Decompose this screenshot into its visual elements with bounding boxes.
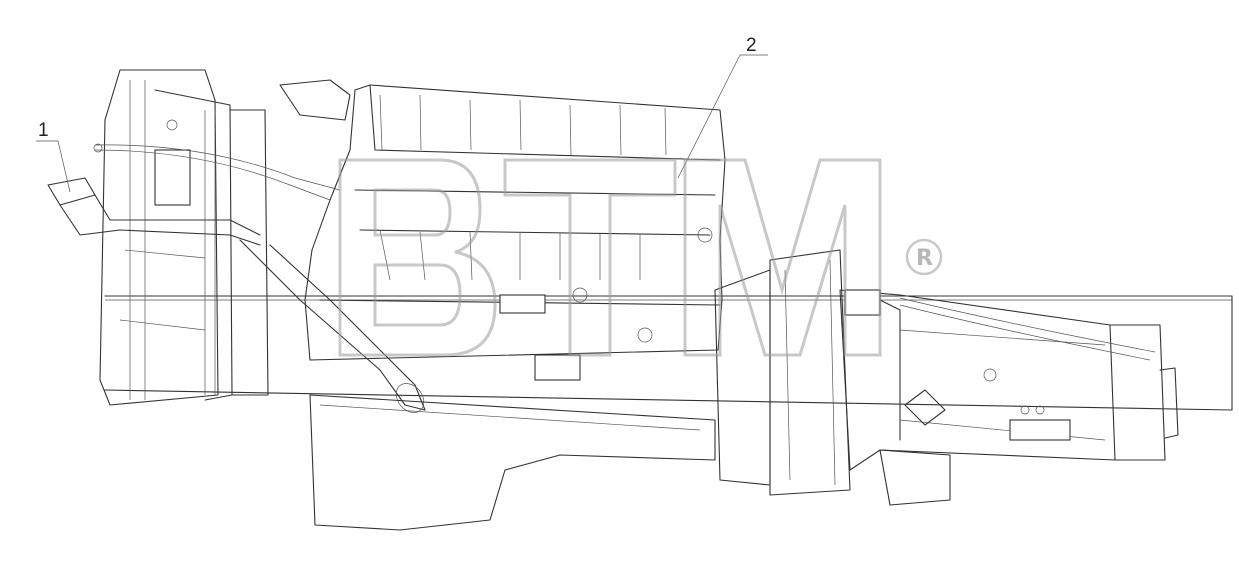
gearbox [839, 289, 1179, 506]
callout-2-label: 2 [746, 35, 757, 56]
radiator-assembly [99, 69, 269, 406]
btm-watermark-logo: ® R [338, 158, 943, 357]
callout-1: 1 [36, 120, 71, 193]
flywheel-housing [714, 249, 851, 496]
intake-pipe [47, 143, 426, 413]
engine-block [279, 79, 726, 381]
oil-pan [309, 394, 716, 531]
frame-rails [104, 295, 1233, 411]
registered-r: R [916, 246, 933, 271]
callout-2: 2 [677, 35, 768, 179]
callout-1-label: 1 [38, 120, 49, 141]
